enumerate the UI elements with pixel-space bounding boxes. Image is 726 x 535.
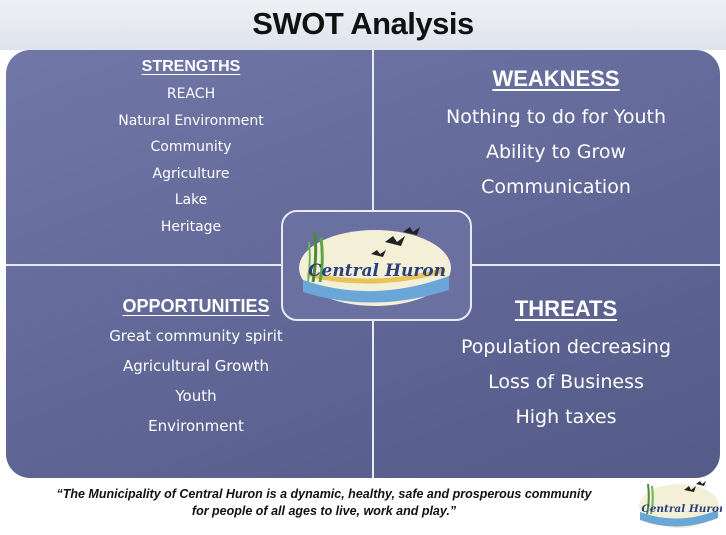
footer-logo: Central Huron — [639, 481, 722, 528]
bird-icon — [403, 227, 420, 235]
weakness-item: Nothing to do for Youth — [446, 106, 666, 128]
opportunities-heading: OPPORTUNITIES — [122, 296, 270, 316]
strength-item: Community — [150, 139, 232, 155]
strengths-quadrant: STRENGTHS REACH Natural Environment Comm… — [71, 58, 311, 240]
footer-logo-text: Central Huron — [641, 503, 722, 515]
strengths-heading: STRENGTHS — [141, 58, 241, 75]
weakness-quadrant: WEAKNESS Nothing to do for Youth Ability… — [416, 66, 696, 205]
strength-item: REACH — [166, 86, 216, 102]
opportunity-item: Agricultural Growth — [122, 357, 269, 375]
opportunity-item: Youth — [175, 387, 217, 405]
weakness-item: Communication — [481, 176, 631, 198]
quote-line: “The Municipality of Central Huron is a … — [56, 487, 592, 501]
swot-board: STRENGTHS REACH Natural Environment Comm… — [6, 50, 720, 478]
strength-item: Lake — [174, 192, 208, 208]
page-title: SWOT Analysis — [252, 6, 474, 41]
bird-icon — [684, 486, 696, 492]
title-band — [0, 0, 726, 50]
threat-item: Population decreasing — [460, 336, 672, 358]
strength-item: Heritage — [160, 218, 222, 235]
bird-icon — [385, 236, 405, 246]
strength-item: Natural Environment — [118, 112, 264, 129]
central-huron-logo: Central Huron — [299, 227, 451, 306]
threats-heading: THREATS — [514, 296, 618, 321]
opportunities-quadrant: OPPORTUNITIES Great community spirit Agr… — [76, 296, 316, 441]
opportunity-item: Environment — [148, 417, 244, 435]
threat-item: Loss of Business — [488, 371, 644, 393]
opportunity-item: Great community spirit — [109, 327, 283, 345]
weakness-item: Ability to Grow — [485, 141, 627, 163]
quote-line: for people of all ages to live, work and… — [191, 504, 457, 518]
threats-quadrant: THREATS Population decreasing Loss of Bu… — [426, 296, 706, 435]
strength-item: Agriculture — [152, 165, 230, 182]
logo-text: Central Huron — [308, 261, 446, 281]
bird-icon — [696, 481, 706, 486]
center-logo-frame: Central Huron — [281, 210, 472, 321]
threat-item: High taxes — [515, 406, 617, 428]
weakness-heading: WEAKNESS — [492, 66, 620, 91]
bird-icon — [371, 250, 386, 257]
mission-quote: “The Municipality of Central Huron is a … — [18, 486, 630, 520]
